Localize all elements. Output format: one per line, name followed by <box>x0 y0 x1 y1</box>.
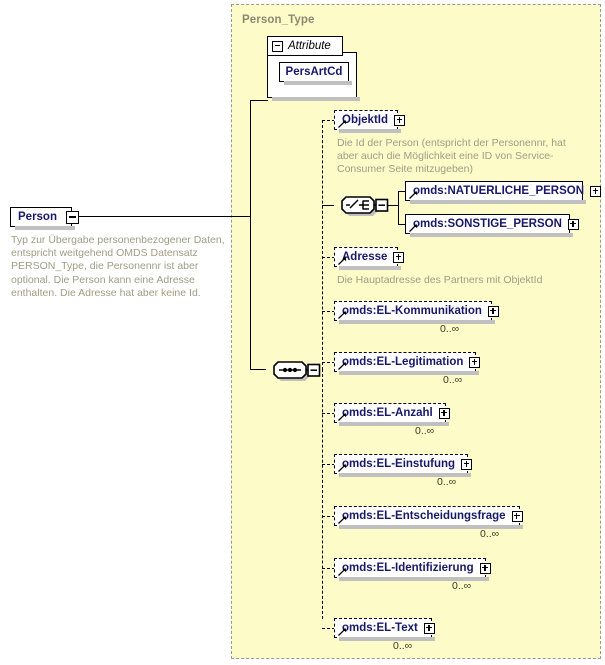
connector-trunk-to-sequence <box>250 369 266 371</box>
connector-choice-to-sonstige <box>398 224 406 226</box>
element-objektid-expander-plus[interactable] <box>394 114 406 126</box>
connector-to-el-kommunikation <box>322 311 335 312</box>
element-sonstige-person-expander-plus[interactable] <box>567 218 579 230</box>
connector-to-el-einstufung <box>322 464 335 465</box>
element-el-entscheidungsfrage[interactable]: omds:EL-Entscheidungsfrage <box>334 506 523 529</box>
element-el-text-label: omds:EL-Text <box>342 622 418 634</box>
element-el-kommunikation[interactable]: omds:EL-Kommunikation <box>334 301 499 324</box>
connector-to-el-entscheidungsfrage <box>322 516 335 517</box>
connector-sequence-bus-lower <box>322 369 323 619</box>
attribute-persartcd[interactable]: PersArtCd <box>279 62 352 85</box>
element-el-einstufung-label: omds:EL-Einstufung <box>342 458 456 470</box>
element-el-anzahl-cardinality: 0..∞ <box>415 425 435 437</box>
attribute-persartcd-label: PersArtCd <box>285 66 343 78</box>
root-element-expander-minus[interactable] <box>66 211 79 224</box>
connector-choice-bus <box>398 191 400 225</box>
element-el-einstufung-cardinality: 0..∞ <box>437 476 457 488</box>
connector-trunk-vertical <box>250 100 252 370</box>
attribute-group-expander-minus[interactable] <box>272 40 283 52</box>
sequence-compositor[interactable] <box>265 357 321 383</box>
element-adresse-label: Adresse <box>342 251 388 263</box>
connector-trunk-to-attributes <box>250 100 268 102</box>
element-el-identifizierung[interactable]: omds:EL-Identifizierung <box>334 558 491 581</box>
element-el-text-cardinality: 0..∞ <box>393 640 413 652</box>
connector-to-objektid <box>322 120 335 121</box>
element-el-kommunikation-label: omds:EL-Kommunikation <box>342 305 482 317</box>
element-sonstige-person[interactable]: omds:SONSTIGE_PERSON <box>405 214 579 237</box>
element-adresse[interactable]: Adresse <box>334 247 405 270</box>
root-element-person[interactable]: Person <box>10 207 75 230</box>
element-el-einstufung[interactable]: omds:EL-Einstufung <box>334 454 473 477</box>
element-el-kommunikation-cardinality: 0..∞ <box>440 323 460 335</box>
element-el-legitimation[interactable]: omds:EL-Legitimation <box>334 352 481 375</box>
connector-person-to-type <box>79 216 251 218</box>
element-natuerliche-person-expander-plus[interactable] <box>590 185 602 197</box>
choice-compositor[interactable] <box>333 192 389 219</box>
element-el-text[interactable]: omds:EL-Text <box>334 618 435 641</box>
connector-to-el-anzahl <box>322 413 335 414</box>
element-el-identifizierung-expander-plus[interactable] <box>479 562 491 574</box>
element-adresse-documentation: Die Hauptadresse des Partners mit Objekt… <box>337 274 543 286</box>
element-objektid[interactable]: ObjektId <box>334 110 406 133</box>
element-el-einstufung-expander-plus[interactable] <box>461 458 473 470</box>
connector-choice-to-natuerliche <box>398 191 406 193</box>
type-panel-title: Person_Type <box>242 14 315 26</box>
element-el-identifizierung-cardinality: 0..∞ <box>452 580 472 592</box>
element-el-identifizierung-label: omds:EL-Identifizierung <box>342 562 474 574</box>
element-objektid-label: ObjektId <box>342 114 389 126</box>
attribute-group-label: Attribute <box>288 40 331 52</box>
element-el-kommunikation-expander-plus[interactable] <box>487 305 499 317</box>
element-el-entscheidungsfrage-expander-plus[interactable] <box>511 510 523 522</box>
connector-choice-out <box>387 205 399 207</box>
type-panel: Person_Type <box>231 4 601 659</box>
connector-to-adresse <box>322 257 335 258</box>
connector-to-el-legitimation <box>322 362 335 363</box>
element-el-entscheidungsfrage-cardinality: 0..∞ <box>480 528 500 540</box>
connector-sequence-bus <box>322 120 323 370</box>
element-el-anzahl-expander-plus[interactable] <box>438 407 450 419</box>
element-objektid-documentation: Die Id der Person (entspricht der Person… <box>337 137 566 176</box>
element-natuerliche-person-label: omds:NATUERLICHE_PERSON <box>413 185 585 197</box>
element-el-legitimation-cardinality: 0..∞ <box>443 374 463 386</box>
element-el-anzahl[interactable]: omds:EL-Anzahl <box>334 403 450 426</box>
connector-to-el-text <box>322 628 335 629</box>
element-el-legitimation-label: omds:EL-Legitimation <box>342 356 464 368</box>
root-element-documentation: Typ zur Übergabe personenbezogener Daten… <box>11 234 225 299</box>
element-el-legitimation-expander-plus[interactable] <box>469 356 481 368</box>
element-natuerliche-person[interactable]: omds:NATUERLICHE_PERSON <box>405 181 602 204</box>
attribute-group-header[interactable]: Attribute <box>267 36 343 56</box>
connector-to-el-identifizierung <box>322 568 335 569</box>
element-sonstige-person-label: omds:SONSTIGE_PERSON <box>413 218 562 230</box>
connector-bus-to-choice <box>322 205 334 207</box>
element-el-entscheidungsfrage-label: omds:EL-Entscheidungsfrage <box>342 510 506 522</box>
element-adresse-expander-plus[interactable] <box>393 251 405 263</box>
element-el-anzahl-label: omds:EL-Anzahl <box>342 407 433 419</box>
element-el-text-expander-plus[interactable] <box>423 622 435 634</box>
root-element-label: Person <box>18 211 57 223</box>
